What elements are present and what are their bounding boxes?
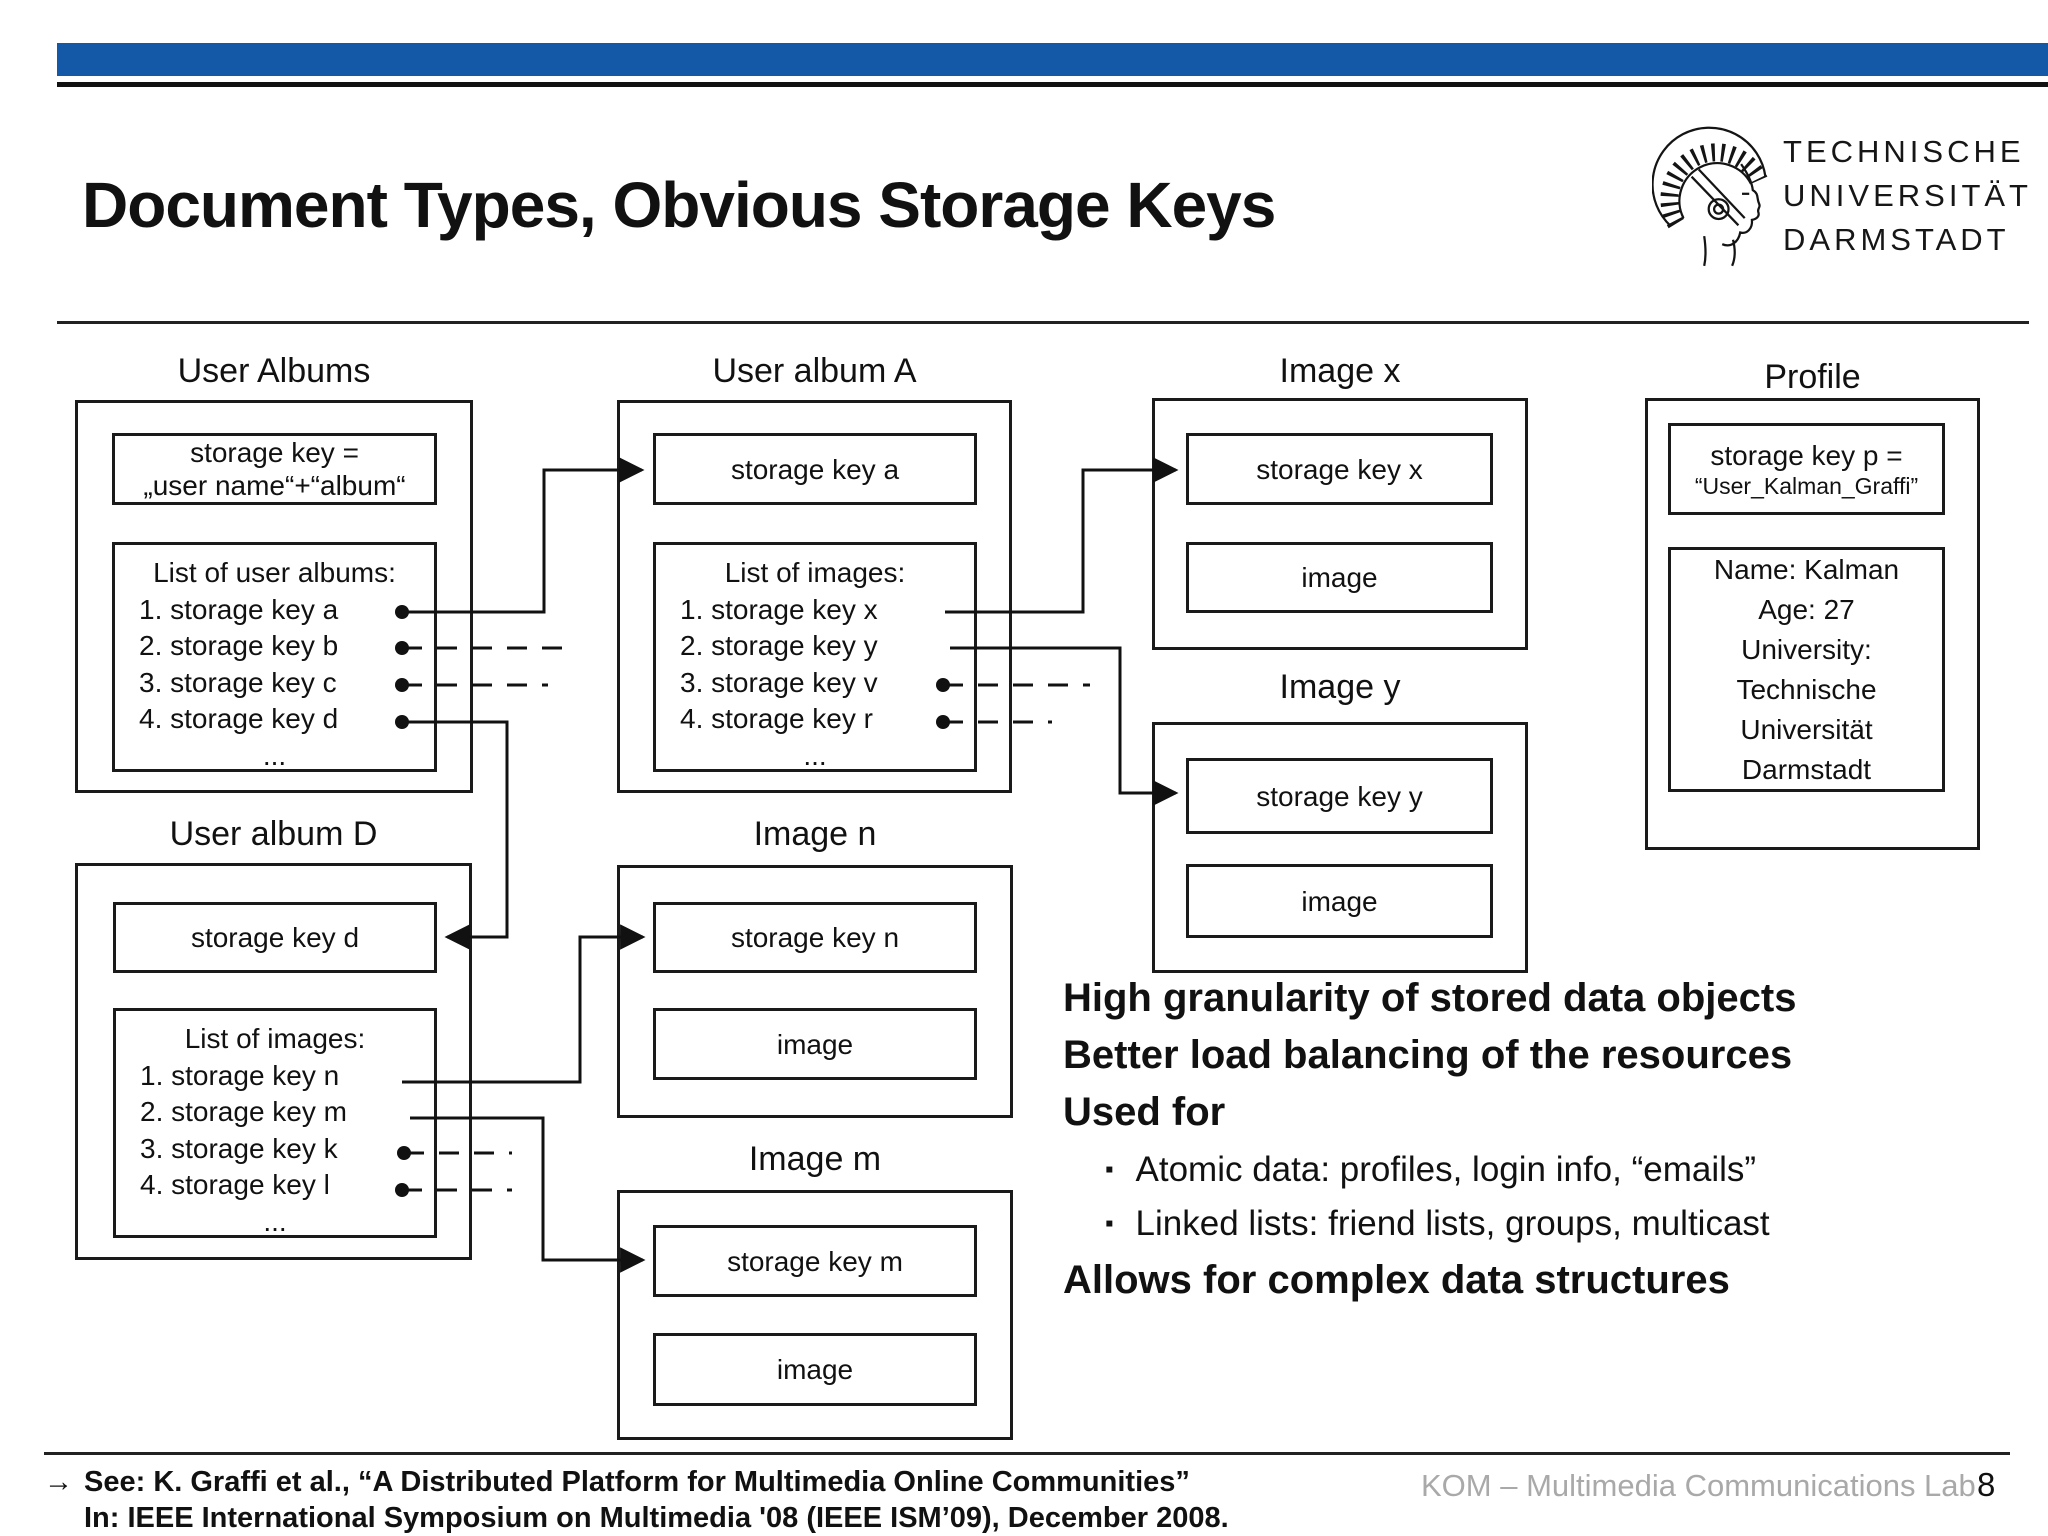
footer-divider <box>44 1452 2010 1455</box>
footer-reference-line2: In: IEEE International Symposium on Mult… <box>84 1502 1229 1534</box>
user-album-d-list-box: List of images: 1. storage key n 2. stor… <box>113 1008 437 1238</box>
list-item: 1. storage key a <box>139 593 339 625</box>
page-number: 8 <box>1977 1466 1996 1503</box>
title-image-x: Image x <box>1279 352 1401 390</box>
accent-bar <box>57 43 2048 76</box>
list-item: 4. storage key r <box>680 703 873 734</box>
image-x-image-box: image <box>1186 542 1493 613</box>
footer-arrow-icon: → <box>44 1466 73 1498</box>
list-item: 1. storage key x <box>680 593 878 625</box>
image-y-key: storage key y <box>1256 780 1423 812</box>
bullet-square-icon: ▪ <box>1105 1210 1114 1237</box>
list-ellipsis: ... <box>263 1205 287 1237</box>
title-user-albums: User Albums <box>177 352 371 390</box>
list-item: 4. storage key l <box>140 1169 330 1200</box>
image-n-key: storage key n <box>730 922 900 953</box>
list-title: List of user albums: <box>153 557 396 588</box>
profile-info-age: Age: 27 <box>1758 593 1855 625</box>
note-complex: Allows for complex data structures <box>1063 1258 1730 1302</box>
user-album-a-key: storage key a <box>730 453 900 485</box>
tu-darmstadt-emblem-icon <box>1652 126 1768 266</box>
title-image-n: Image n <box>753 815 877 853</box>
bullet-text: Linked lists: friend lists, groups, mult… <box>1135 1204 1770 1243</box>
user-albums-key-line2: „user name“+“album“ <box>143 470 406 501</box>
page-title: Document Types, Obvious Storage Keys <box>82 169 1276 241</box>
image-y-image-label: image <box>1301 885 1378 917</box>
list-ellipsis: ... <box>262 739 287 771</box>
profile-key-line1: storage key p = <box>1710 439 1903 471</box>
bullet-square-icon: ▪ <box>1105 1156 1114 1183</box>
image-n-image-label: image <box>776 1028 854 1060</box>
list-title: List of images: <box>724 557 906 588</box>
user-albums-list-box: List of user albums: 1. storage key a 2.… <box>112 542 437 772</box>
profile-info-box: Name: Kalman Age: 27 University: Technis… <box>1668 547 1945 792</box>
profile-info-name: Name: Kalman <box>1713 553 1900 585</box>
user-album-a-list-box: List of images: 1. storage key x 2. stor… <box>653 542 977 772</box>
note-load-balancing: Better load balancing of the resources <box>1063 1033 1793 1077</box>
user-albums-key-line1: storage key = <box>190 437 359 468</box>
list-item: 2. storage key b <box>139 630 339 661</box>
logo-line-1: TECHNISCHE <box>1783 134 2025 169</box>
user-album-d-key-box: storage key d <box>113 902 437 973</box>
user-albums-key-box: storage key = „user name“+“album“ <box>112 433 437 505</box>
logo-text: TECHNISCHE UNIVERSITÄT DARMSTADT <box>1783 130 2032 262</box>
note-granularity: High granularity of stored data objects <box>1063 976 1797 1020</box>
image-x-key: storage key x <box>1256 453 1423 485</box>
list-item: 2. storage key y <box>680 630 878 661</box>
profile-key-line2: “User_Kalman_Graffi” <box>1694 472 1919 499</box>
list-item: 4. storage key d <box>139 703 339 734</box>
bullet-text: Atomic data: profiles, login info, “emai… <box>1135 1150 1757 1189</box>
list-item: 3. storage key c <box>139 666 337 698</box>
profile-info-university3: Universität <box>1740 713 1873 745</box>
profile-info-university: University: <box>1741 633 1872 665</box>
title-user-album-a: User album A <box>712 352 917 390</box>
title-image-m: Image m <box>748 1140 882 1178</box>
user-album-a-key-box: storage key a <box>653 433 977 505</box>
list-item: 1. storage key n <box>140 1059 340 1091</box>
footer-reference-line1: See: K. Graffi et al., “A Distributed Pl… <box>84 1466 1190 1498</box>
note-bullet-atomic: ▪ Atomic data: profiles, login info, “ema… <box>1105 1150 1756 1190</box>
title-user-album-d: User album D <box>169 815 378 853</box>
image-m-image-box: image <box>653 1333 977 1406</box>
image-n-image-box: image <box>653 1008 977 1080</box>
footer-lab-name: KOM – Multimedia Communications Lab <box>1421 1468 1976 1503</box>
profile-info-university4: Darmstadt <box>1741 753 1872 785</box>
image-y-key-box: storage key y <box>1186 758 1493 834</box>
list-item: 3. storage key k <box>140 1132 338 1164</box>
tu-darmstadt-logo: TECHNISCHE UNIVERSITÄT DARMSTADT <box>1652 96 2032 296</box>
image-x-image-label: image <box>1301 562 1378 593</box>
title-image-y: Image y <box>1279 668 1401 706</box>
image-x-key-box: storage key x <box>1186 433 1493 505</box>
list-item: 2. storage key m <box>140 1096 347 1127</box>
list-title: List of images: <box>184 1023 366 1054</box>
image-m-key: storage key m <box>727 1245 903 1277</box>
title-profile: Profile <box>1764 358 1861 396</box>
list-item: 3. storage key v <box>680 666 878 698</box>
header-divider <box>57 321 2029 324</box>
profile-key-box: storage key p = “User_Kalman_Graffi” <box>1668 423 1945 515</box>
image-m-key-box: storage key m <box>653 1225 977 1297</box>
user-album-d-key: storage key d <box>190 922 360 953</box>
note-used-for: Used for <box>1063 1090 1226 1134</box>
image-m-image-label: image <box>776 1354 854 1385</box>
image-n-key-box: storage key n <box>653 902 977 973</box>
logo-line-2: UNIVERSITÄT <box>1783 178 2032 213</box>
image-y-image-box: image <box>1186 864 1493 938</box>
note-bullet-linked: ▪ Linked lists: friend lists, groups, mul… <box>1105 1204 1770 1244</box>
logo-line-3: DARMSTADT <box>1783 222 2010 257</box>
accent-underline <box>57 82 2048 87</box>
profile-info-university2: Technische <box>1736 673 1877 705</box>
list-ellipsis: ... <box>803 739 827 771</box>
